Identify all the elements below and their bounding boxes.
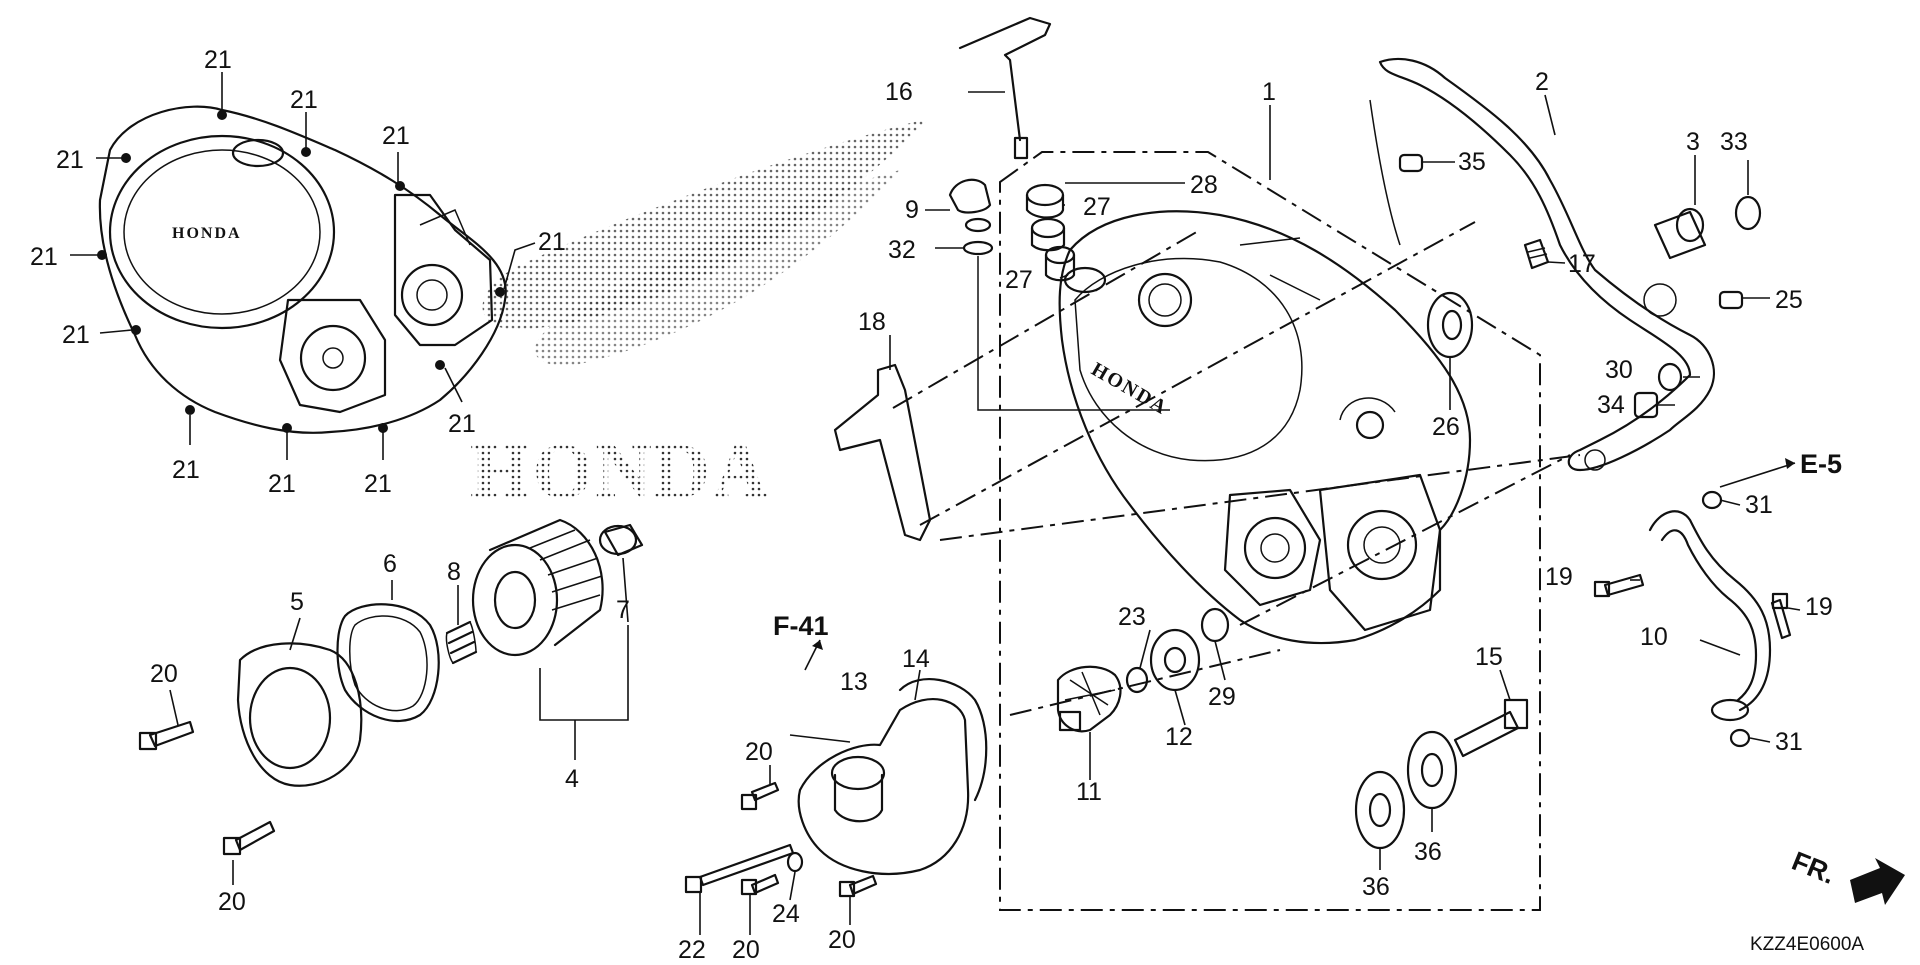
callout-12: 12 <box>1165 723 1193 751</box>
left-crankcase-cover: HONDA <box>97 105 507 434</box>
callout-25: 25 <box>1775 286 1803 314</box>
callout-20: 20 <box>828 926 856 954</box>
section-references: E-5 F-41 FR. KZZ4E0600A <box>773 449 1864 955</box>
filter-gasket-6 <box>336 603 440 723</box>
callout-9: 9 <box>905 196 919 224</box>
bolts-water-pump <box>684 781 878 898</box>
bearing-26 <box>1426 291 1474 359</box>
rod-16 <box>958 16 1052 160</box>
callout-24: 24 <box>772 900 800 928</box>
callout-31: 31 <box>1775 728 1803 756</box>
callout-31: 31 <box>1745 491 1773 519</box>
cover-brand-left: HONDA <box>172 225 242 242</box>
callout-19: 19 <box>1545 563 1573 591</box>
callout-16: 16 <box>885 78 913 106</box>
callout-21: 21 <box>172 456 200 484</box>
callout-2: 2 <box>1535 68 1549 96</box>
callout-21: 21 <box>56 146 84 174</box>
callout-22: 22 <box>678 936 706 960</box>
callout-10: 10 <box>1640 623 1668 651</box>
bolt-21-callouts: 21 21 21 21 21 21 21 21 21 21 21 <box>30 46 566 498</box>
callout-21: 21 <box>538 228 566 256</box>
callout-34: 34 <box>1597 391 1625 419</box>
front-direction-label: FR. <box>1788 846 1840 890</box>
diagram-code: KZZ4E0600A <box>1750 934 1864 955</box>
callout-21: 21 <box>364 470 392 498</box>
leader-lines <box>169 91 1801 935</box>
reference-f41: F-41 <box>773 611 829 641</box>
callout-13: 13 <box>840 668 868 696</box>
mechanical-seal-12 <box>1149 628 1201 692</box>
seal-29 <box>1200 607 1230 643</box>
pipe-10 <box>1593 490 1792 748</box>
callout-20: 20 <box>732 936 760 960</box>
callout-1: 1 <box>1262 78 1276 106</box>
callout-20: 20 <box>218 888 246 916</box>
breather-17 <box>1523 238 1550 270</box>
callout-28: 28 <box>1190 171 1218 199</box>
assembly-boundary-lines <box>892 151 1581 911</box>
callout-17: 17 <box>1568 250 1596 278</box>
callout-11: 11 <box>1076 778 1102 806</box>
washer-23 <box>1125 666 1149 694</box>
collar-3 <box>1653 207 1707 260</box>
callout-6: 6 <box>383 550 397 578</box>
reference-e5: E-5 <box>1800 449 1842 479</box>
oil-filter <box>471 518 604 657</box>
callout-19: 19 <box>1805 593 1833 621</box>
callout-8: 8 <box>447 558 461 586</box>
part-callouts: 1 2 3 4 5 6 7 8 9 10 11 12 13 14 15 16 1… <box>150 68 1833 964</box>
callout-21: 21 <box>290 86 318 114</box>
callout-21: 21 <box>448 410 476 438</box>
callout-29: 29 <box>1208 683 1236 711</box>
callout-36: 36 <box>1362 873 1390 901</box>
fr-direction-arrow <box>1850 858 1905 905</box>
filter-cover-5 <box>236 642 363 787</box>
callout-33: 33 <box>1720 128 1748 156</box>
callout-20: 20 <box>745 738 773 766</box>
callout-27: 27 <box>1083 193 1111 221</box>
watermark-brand-text: HONDA <box>470 427 770 514</box>
spring-8 <box>445 620 478 665</box>
callout-4: 4 <box>565 765 579 793</box>
callout-21: 21 <box>204 46 232 74</box>
callout-5: 5 <box>290 588 304 616</box>
wing-logo-watermark: HONDA <box>470 118 930 514</box>
callout-15: 15 <box>1475 643 1503 671</box>
callout-14: 14 <box>902 645 930 673</box>
seals-27-28 <box>1025 183 1076 282</box>
callout-20: 20 <box>150 660 178 688</box>
shaft-15 <box>1453 698 1529 758</box>
callout-21: 21 <box>62 321 90 349</box>
cover-gasket <box>1369 57 1715 472</box>
callout-21: 21 <box>30 243 58 271</box>
callout-23: 23 <box>1118 603 1146 631</box>
callout-35: 35 <box>1458 148 1486 176</box>
callout-36: 36 <box>1414 838 1442 866</box>
o-ring-33 <box>1734 195 1762 231</box>
callout-32: 32 <box>888 236 916 264</box>
callout-27: 27 <box>1005 266 1033 294</box>
bolts-20-left <box>138 720 276 856</box>
callout-21: 21 <box>268 470 296 498</box>
filler-cap-9 <box>948 178 1170 411</box>
o-ring-7 <box>598 523 644 557</box>
callout-26: 26 <box>1432 413 1460 441</box>
water-pump-impeller-11 <box>1056 665 1122 733</box>
callout-18: 18 <box>858 308 886 336</box>
bracket-18 <box>833 363 932 542</box>
callout-7: 7 <box>616 596 630 624</box>
callout-30: 30 <box>1605 356 1633 384</box>
bearings-36 <box>1354 730 1458 850</box>
water-pump-cover <box>797 678 988 876</box>
callout-21: 21 <box>382 122 410 150</box>
callout-3: 3 <box>1686 128 1700 156</box>
